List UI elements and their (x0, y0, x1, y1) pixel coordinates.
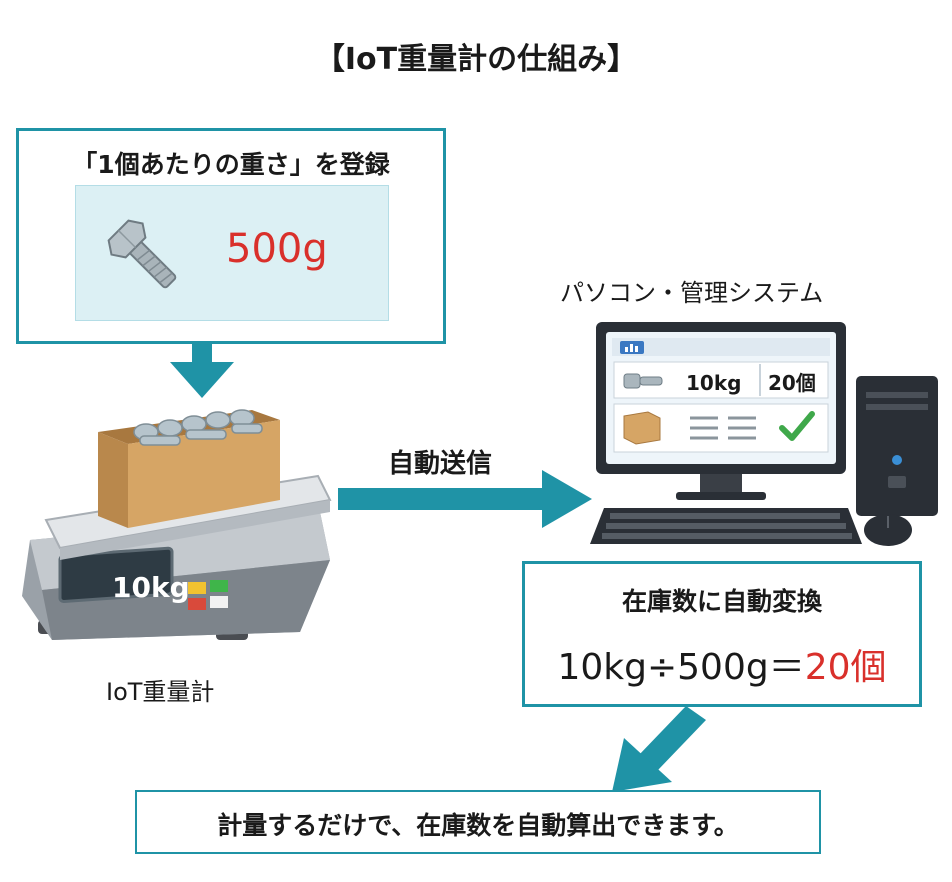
scale-display-text: 10kg (112, 571, 190, 604)
conversion-heading: 在庫数に自動変換 (621, 587, 822, 616)
parts-box-icon (98, 409, 280, 528)
scale-label: IoT重量計 (106, 678, 215, 706)
summary-box: 計量するだけで、在庫数を自動算出できます。 (135, 790, 821, 854)
register-card: 500g (75, 185, 389, 321)
register-weight-box: 「1個あたりの重さ」を登録 500g (16, 128, 446, 344)
formula-result: 20個 (804, 647, 887, 688)
diagram-title: 【IoT重量計の仕組み】 (314, 42, 638, 77)
screen-weight-text: 10kg (686, 371, 741, 395)
register-heading: 「1個あたりの重さ」を登録 (72, 150, 390, 179)
computer-icon (590, 322, 938, 546)
unit-weight-value: 500g (226, 226, 328, 272)
conversion-box: 在庫数に自動変換 10kg÷500g＝20個 (522, 561, 922, 707)
screen-count-text: 20個 (768, 371, 816, 395)
auto-send-label: 自動送信 (388, 449, 493, 479)
conversion-formula: 10kg÷500g＝20個 (525, 638, 919, 690)
formula-expression: 10kg÷500g＝ (557, 647, 805, 688)
right-arrow-icon (338, 470, 592, 528)
summary-text: 計量するだけで、在庫数を自動算出できます。 (217, 811, 739, 840)
bolt-icon (107, 219, 177, 289)
pc-label: パソコン・管理システム (560, 279, 824, 307)
down-arrow-icon (170, 344, 234, 398)
diagonal-arrow-icon (612, 706, 706, 792)
